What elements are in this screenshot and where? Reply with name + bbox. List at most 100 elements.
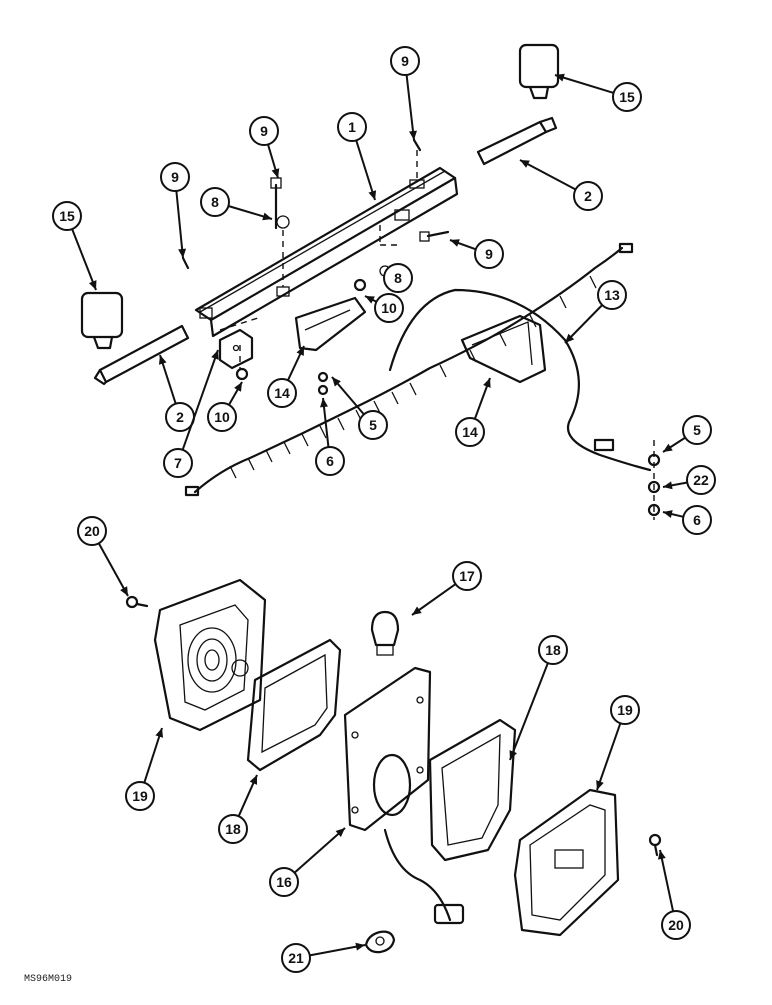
callout-arrowhead	[409, 130, 417, 140]
callout-label: 17	[459, 568, 475, 584]
callout-circle	[249, 116, 279, 146]
callout-arrowhead	[249, 775, 257, 785]
callout-arrowhead	[565, 333, 575, 343]
callout-leader	[554, 74, 614, 94]
callout-arrowhead	[483, 378, 491, 388]
callout-circle	[612, 82, 642, 112]
callout-c2a: 2	[519, 159, 603, 211]
callout-leader	[97, 542, 129, 597]
callout-arrowhead	[120, 586, 128, 596]
right-work-lamp	[518, 43, 560, 89]
callout-c20a: 20	[77, 516, 129, 597]
callout-arrowhead	[271, 168, 280, 178]
callout-circle	[682, 415, 712, 445]
lamp-exploded-view	[125, 578, 662, 954]
left-work-lamp	[80, 291, 124, 339]
callout-arrowhead	[412, 606, 422, 615]
callout-label: 19	[132, 788, 148, 804]
callout-c6b: 6	[662, 505, 712, 535]
callout-label: 18	[545, 642, 561, 658]
callout-label: 20	[668, 917, 684, 933]
callout-circle	[597, 280, 627, 310]
callout-c9d: 9	[449, 239, 504, 269]
callout-circle	[200, 187, 230, 217]
callout-arrowhead	[520, 160, 530, 168]
callout-label: 14	[274, 385, 290, 401]
callout-c9a: 9	[160, 162, 190, 259]
callout-c6a: 6	[315, 397, 345, 476]
callout-label: 8	[394, 270, 402, 286]
callout-c19a: 19	[125, 727, 164, 811]
callout-circle	[160, 162, 190, 192]
callout-arrowhead	[596, 780, 604, 790]
figure-id: MS96M019	[24, 974, 73, 985]
callout-arrowhead	[155, 728, 164, 738]
callout-circle	[358, 410, 388, 440]
callout-arrowhead	[663, 443, 673, 452]
bulb	[370, 610, 400, 647]
callout-label: 18	[225, 821, 241, 837]
callout-c13: 13	[564, 280, 627, 344]
callout-label: 10	[214, 409, 230, 425]
callout-arrowhead	[663, 510, 673, 518]
screws	[125, 595, 662, 857]
callout-circle	[474, 239, 504, 269]
main-bar	[194, 166, 457, 322]
callout-circle	[538, 635, 568, 665]
callout-leader	[309, 944, 366, 957]
callout-c17: 17	[411, 561, 482, 616]
callout-arrowhead	[296, 346, 304, 356]
callout-leader	[71, 228, 97, 291]
callout-c18b: 18	[218, 774, 258, 844]
callout-circle	[610, 695, 640, 725]
callout-leader	[509, 662, 549, 761]
callout-label: 6	[693, 512, 701, 528]
lamp-base-plate	[343, 666, 432, 832]
callout-leader	[175, 190, 184, 259]
callout-circle	[281, 943, 311, 973]
callout-leader	[405, 74, 415, 141]
callout-circle	[455, 417, 485, 447]
callout-circle	[682, 505, 712, 535]
fasteners	[235, 278, 661, 520]
gasket-rear	[246, 638, 342, 772]
callout-label: 9	[485, 246, 493, 262]
callout-leader	[181, 349, 219, 451]
callout-arrowhead	[355, 942, 365, 951]
callout-c14b: 14	[455, 377, 491, 447]
callout-circle	[573, 181, 603, 211]
callout-c1: 1	[337, 112, 377, 201]
callout-label: 5	[369, 417, 377, 433]
gasket-front	[428, 718, 517, 862]
callout-c18a: 18	[509, 635, 568, 761]
callout-arrowhead	[332, 377, 341, 387]
mount-bracket	[218, 328, 254, 370]
callout-c15b: 15	[554, 73, 642, 112]
callout-c8a: 8	[200, 187, 273, 221]
callout-arrowhead	[178, 248, 187, 258]
callout-circle	[337, 112, 367, 142]
callout-circle	[661, 910, 691, 940]
callout-label: 16	[276, 874, 292, 890]
callout-label: 8	[211, 194, 219, 210]
callout-label: 1	[348, 119, 356, 135]
lamp-lens-front	[513, 788, 620, 937]
callout-circle	[77, 516, 107, 546]
callout-arrowhead	[509, 750, 518, 760]
callout-c14a: 14	[267, 345, 305, 408]
callout-c9c: 9	[390, 46, 420, 141]
grommet-plate	[364, 930, 396, 954]
callout-circle	[125, 781, 155, 811]
callout-leader	[596, 722, 622, 791]
callout-arrowhead	[555, 73, 565, 82]
callout-arrowhead	[320, 398, 328, 408]
callout-leader	[143, 727, 163, 783]
callout-circle	[315, 446, 345, 476]
callout-label: 9	[401, 53, 409, 69]
callout-c5a: 5	[331, 376, 388, 440]
callout-circle	[686, 465, 716, 495]
callout-label: 9	[171, 169, 179, 185]
callout-arrowhead	[262, 212, 272, 221]
